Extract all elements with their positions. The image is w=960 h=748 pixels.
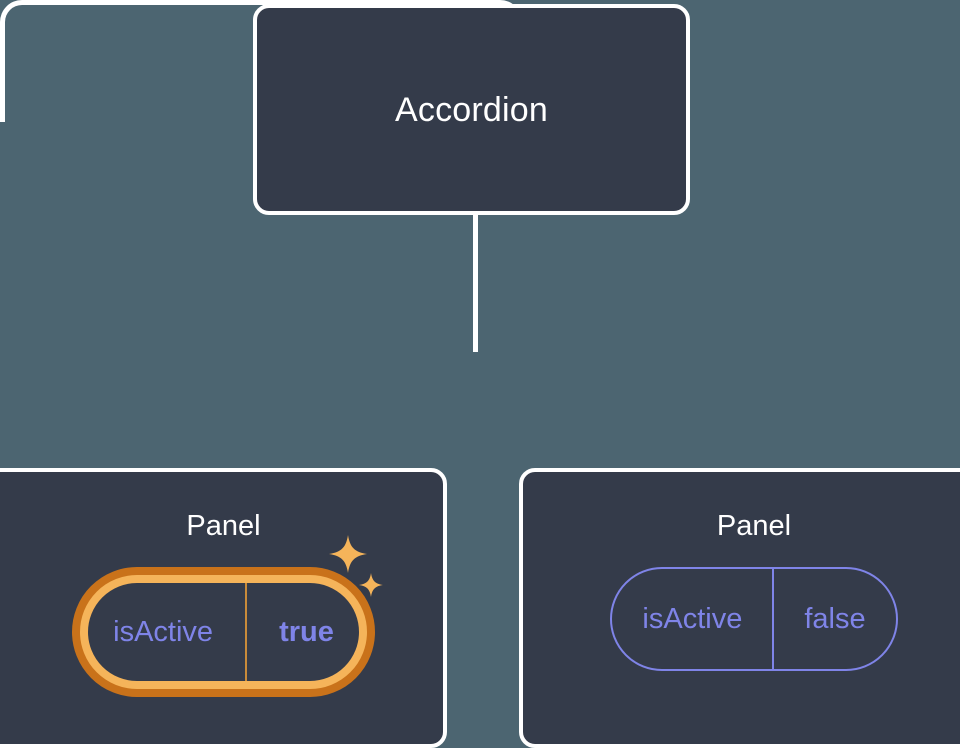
node-panel-right-title: Panel — [716, 510, 792, 542]
sparkle-large-icon — [328, 535, 367, 573]
prop-pill-isactive-true[interactable]: isActive true — [72, 567, 375, 697]
prop-value-label: false — [772, 569, 895, 669]
node-accordion[interactable]: Accordion — [253, 4, 690, 215]
node-panel-left[interactable]: Panel isActive true — [0, 468, 447, 748]
prop-pill-isactive-false[interactable]: isActive false — [610, 567, 898, 671]
node-accordion-title: Accordion — [395, 90, 548, 129]
node-panel-right[interactable]: Panel isActive false — [519, 468, 960, 748]
edge-root-to-bus — [473, 210, 478, 352]
prop-value-label: true — [245, 576, 366, 688]
prop-name-label: isActive — [642, 602, 743, 635]
node-panel-left-title: Panel — [186, 510, 261, 542]
prop-pill-right-wrapper: isActive false — [610, 567, 898, 671]
prop-name-label: isActive — [113, 615, 214, 648]
prop-pill-left-wrapper: isActive true — [48, 535, 383, 697]
